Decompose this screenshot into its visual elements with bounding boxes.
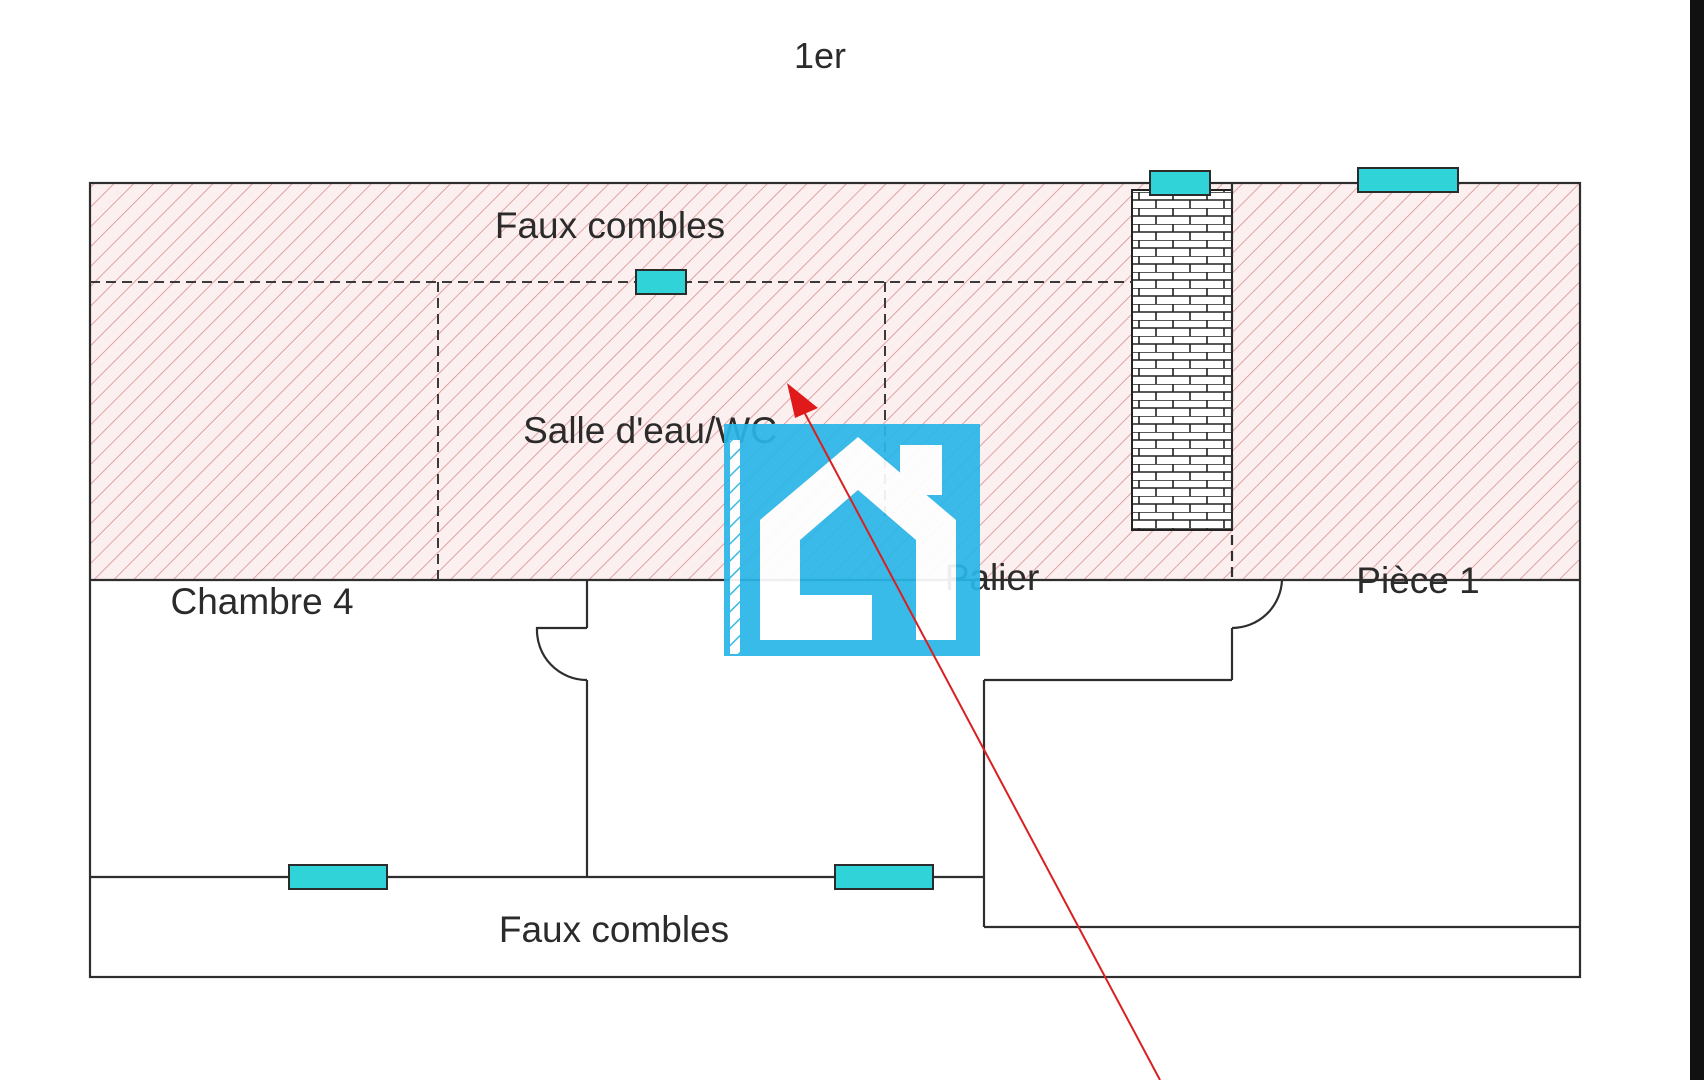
window-attic-top [635, 269, 687, 295]
room-label-room1: Pièce 1 [1356, 560, 1479, 601]
door-swings [535, 579, 1284, 682]
edge-strip [1690, 0, 1704, 1080]
red-arrow-icon [787, 383, 1161, 1080]
plan-title: 1er [794, 35, 846, 76]
room-label-attic-bottom: Faux combles [499, 909, 729, 950]
window-top-right [1357, 167, 1459, 193]
brick-chimney-icon [1131, 189, 1233, 531]
windows [288, 167, 1459, 890]
room-label-bedroom: Chambre 4 [170, 581, 353, 622]
house-logo-icon [724, 424, 980, 656]
room-label-attic-top: Faux combles [495, 205, 725, 246]
window-bottom-center [834, 864, 934, 890]
window-top-left [1149, 170, 1211, 196]
plan-walls [88, 181, 1582, 979]
window-bottom-left [288, 864, 388, 890]
